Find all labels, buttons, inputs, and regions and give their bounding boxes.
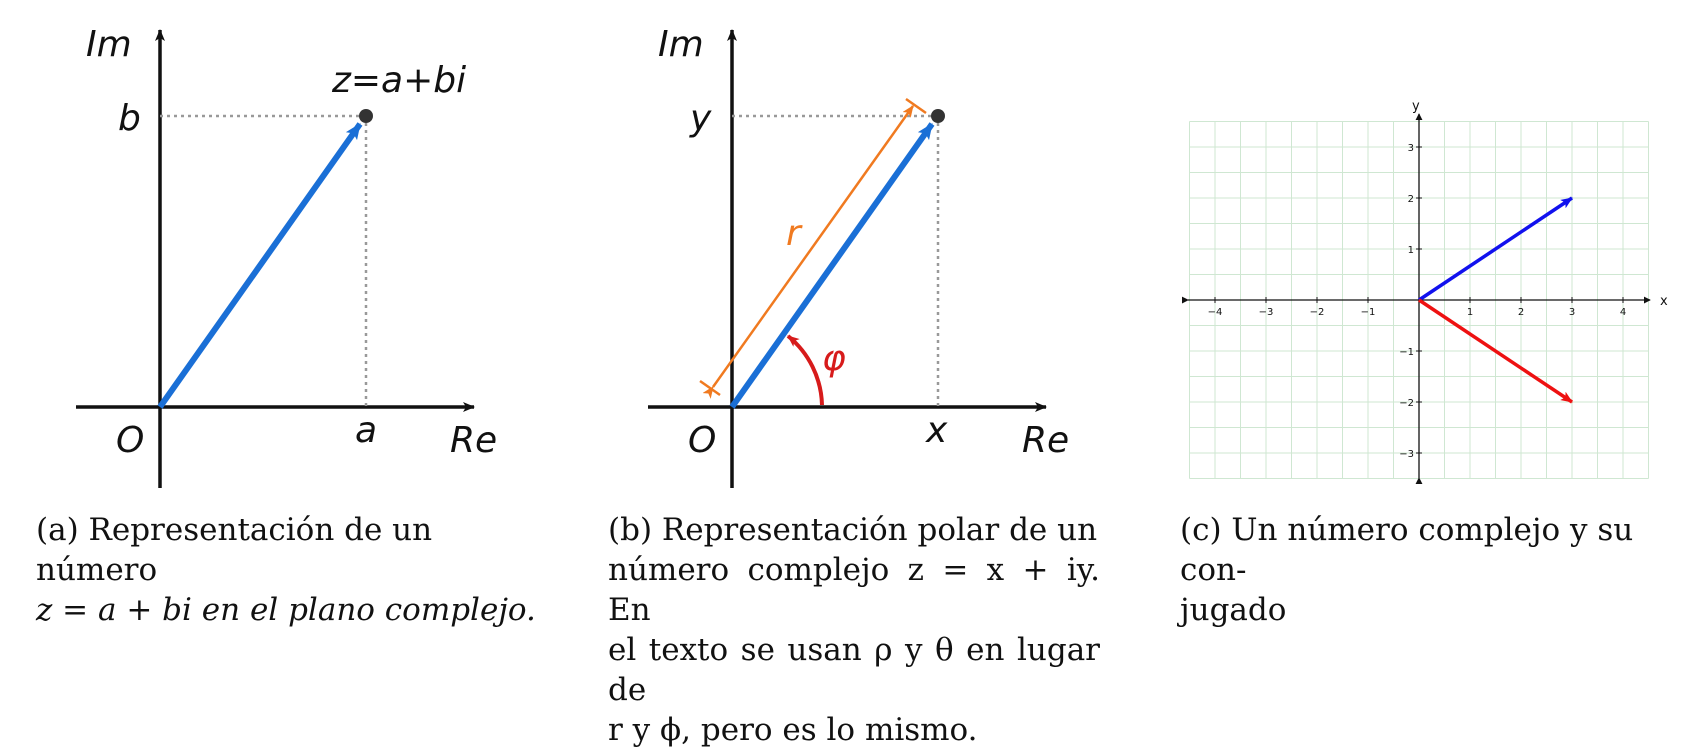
y-tick-label: 2: [1408, 194, 1414, 205]
caption-c-line1: (c) Un número complejo y su con-: [1180, 512, 1634, 588]
caption-a-line1: (a) Representación de un número: [36, 512, 433, 588]
z-vector: [729, 122, 935, 409]
z-point: [359, 109, 373, 123]
tick-labels: −4 −3 −2 −1 1 2 3 4 3 2 1 −1 −2 −3: [1208, 143, 1627, 460]
conjugate-vector: [1418, 298, 1573, 404]
r-measure-arrow: [702, 105, 915, 399]
figure-c-conjugate-plot: −4 −3 −2 −1 1 2 3 4 3 2 1 −1 −2 −3 x y: [1181, 99, 1668, 485]
x-axis-label: x: [1660, 294, 1668, 309]
caption-b-line3: el texto se usan ρ y θ en lugar de: [608, 632, 1100, 708]
point-label: z=a+bi: [331, 60, 466, 101]
y-tick-label: −2: [1399, 398, 1414, 409]
x-label: x: [925, 410, 948, 451]
caption-c: (c) Un número complejo y su con- jugado: [1180, 510, 1680, 630]
caption-b: (b) Representación polar de un número co…: [608, 510, 1100, 750]
figures-canvas: Im Re O z=a+bi b a Im Re O y x r φ −4−3−…: [76, 24, 1668, 488]
figure-a: Im Re O z=a+bi b a: [76, 24, 497, 488]
b-label: b: [118, 98, 141, 139]
y-tick-label: −3: [1399, 449, 1414, 460]
figure-b: Im Re O y x r φ: [648, 24, 1069, 488]
origin-label: O: [116, 420, 144, 461]
x-tick-label: −3: [1259, 307, 1274, 318]
caption-b-line1: (b) Representación polar de un: [608, 512, 1098, 548]
y-axis-label: y: [1412, 99, 1420, 114]
y-label: y: [689, 98, 712, 139]
angle-label: φ: [822, 338, 846, 379]
x-tick-label: 3: [1569, 307, 1575, 318]
y-tick-label: 3: [1408, 143, 1414, 154]
re-label: Re: [1022, 420, 1069, 461]
x-tick-label: 2: [1518, 307, 1524, 318]
r-label: r: [786, 213, 803, 254]
r-end-bar-bottom: [699, 379, 721, 397]
vectors: [1418, 196, 1573, 404]
im-label: Im: [86, 24, 132, 65]
re-label: Re: [450, 420, 497, 461]
y-tick-label: 1: [1408, 245, 1414, 256]
a-label: a: [355, 410, 377, 451]
y-tick-label: −1: [1399, 347, 1414, 358]
caption-c-line2: jugado: [1180, 592, 1287, 628]
caption-a: (a) Representación de un número z = a + …: [36, 510, 536, 630]
z-vector: [157, 122, 363, 409]
caption-b-line4: r y ϕ, pero es lo mismo.: [608, 712, 978, 748]
x-tick-label: 1: [1467, 307, 1473, 318]
z-point: [931, 109, 945, 123]
x-tick-label: −2: [1310, 307, 1325, 318]
x-tick-label: −1: [1361, 307, 1376, 318]
origin-label: O: [688, 420, 716, 461]
complex-number-vector: [1418, 196, 1573, 302]
angle-arc: [786, 334, 824, 406]
r-end-bar-top: [905, 97, 927, 115]
x-tick-label: 4: [1620, 307, 1626, 318]
x-tick-label: −4: [1208, 307, 1223, 318]
caption-b-line2: número complejo z = x + iy. En: [608, 552, 1100, 628]
im-label: Im: [658, 24, 704, 65]
caption-a-line2: z = a + bi en el plano complejo.: [36, 592, 536, 628]
